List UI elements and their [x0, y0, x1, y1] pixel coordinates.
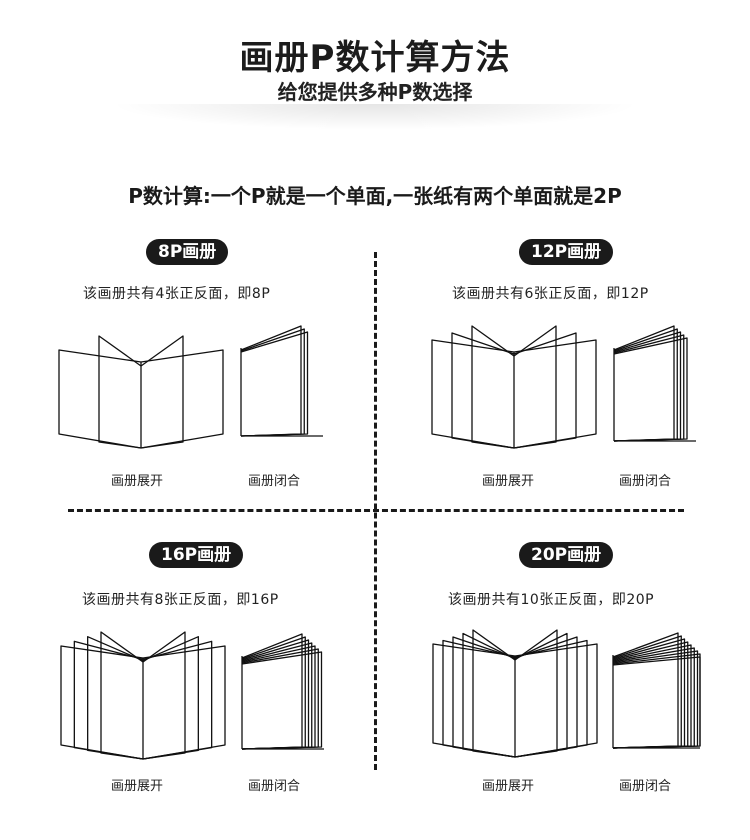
page-left — [442, 639, 516, 758]
closed-caption: 画册闭合 — [619, 474, 672, 489]
page-right — [514, 643, 598, 758]
horizontal-divider — [68, 509, 684, 512]
page-left — [60, 645, 144, 760]
closed-caption: 画册闭合 — [248, 779, 301, 794]
open-caption: 画册展开 — [111, 779, 164, 794]
page-left — [432, 643, 516, 758]
section-description: 该画册共有4张正反面，即8P — [83, 286, 271, 302]
page-right — [514, 629, 558, 758]
section-label-badge: 16P画册 — [149, 542, 244, 568]
page-right — [142, 636, 199, 760]
page-left — [58, 349, 142, 449]
closed-page — [612, 656, 701, 749]
formula-text: P数计算:一个P就是一个单面,一张纸有两个单面就是2P — [128, 184, 622, 208]
closed-page — [240, 331, 309, 437]
open-booklet-icon — [58, 335, 224, 449]
closed-booklet-icon — [612, 632, 701, 749]
section-description: 该画册共有6张正反面，即12P — [452, 286, 649, 302]
page-right — [513, 325, 557, 449]
section-description: 该画册共有10张正反面，即20P — [448, 592, 655, 608]
closed-page — [613, 331, 682, 442]
closed-page — [612, 653, 701, 749]
page-left — [471, 325, 515, 449]
closed-page — [613, 334, 685, 442]
page-left — [100, 631, 144, 760]
closed-page — [241, 651, 323, 750]
page-right — [514, 639, 588, 758]
page-right — [513, 339, 597, 449]
closed-page — [241, 648, 319, 750]
title-shadow — [110, 104, 640, 130]
open-booklet-icon — [60, 631, 226, 760]
closed-caption: 画册闭合 — [248, 474, 301, 489]
open-booklet-icon — [432, 629, 598, 758]
closed-caption: 画册闭合 — [619, 779, 672, 794]
open-caption: 画册展开 — [482, 779, 535, 794]
section-label-badge: 8P画册 — [146, 239, 229, 265]
closed-booklet-icon — [613, 325, 696, 442]
open-caption: 画册展开 — [482, 474, 535, 489]
page-subtitle: 给您提供多种P数选择 — [277, 80, 473, 104]
open-booklet-icon — [431, 325, 597, 449]
closed-page — [240, 328, 305, 437]
page-right — [142, 631, 186, 760]
closed-booklet-icon — [241, 633, 324, 750]
page-right — [142, 645, 226, 760]
section-description: 该画册共有8张正反面，即16P — [82, 592, 279, 608]
page-left — [451, 332, 515, 449]
section-label-badge: 12P画册 — [519, 239, 614, 265]
page-right — [142, 640, 213, 760]
closed-booklet-icon — [240, 325, 323, 437]
page-left — [472, 629, 516, 758]
page-right — [513, 332, 577, 449]
page-right — [140, 335, 184, 449]
page-title: 画册P数计算方法 — [239, 38, 511, 78]
section-label-badge: 20P画册 — [519, 542, 614, 568]
closed-page — [613, 337, 688, 442]
page-right — [140, 349, 224, 449]
open-caption: 画册展开 — [111, 474, 164, 489]
page-left — [98, 335, 142, 449]
page-left — [87, 636, 144, 760]
page-left — [431, 339, 515, 449]
page-left — [73, 640, 144, 760]
